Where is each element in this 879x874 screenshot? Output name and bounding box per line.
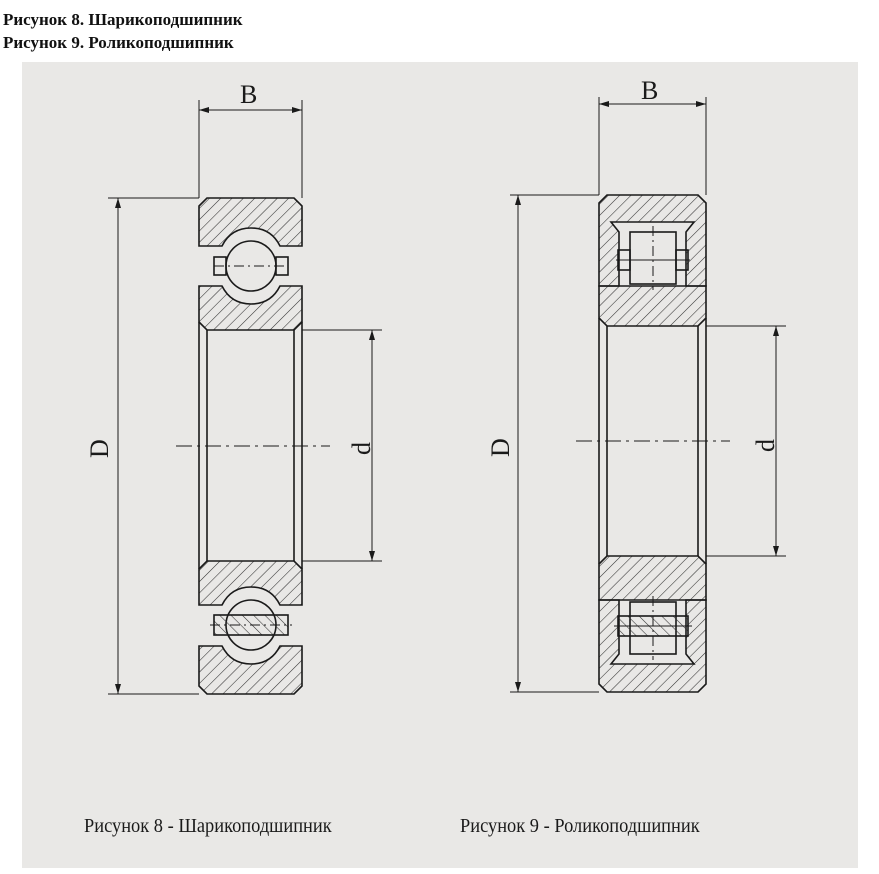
heading-roller-bearing: Рисунок 9. Роликоподшипник	[3, 33, 234, 52]
scanned-drawing-background	[22, 62, 858, 868]
dimension-b-label-2: B	[641, 76, 658, 105]
heading-ball-bearing: Рисунок 8. Шарикоподшипник	[3, 10, 243, 29]
roller-bearing-figure: B D d	[486, 76, 786, 693]
dimension-b-label: B	[240, 80, 257, 109]
dimension-d-inner-label-2: d	[751, 439, 780, 452]
dimension-d-outer-label-2: D	[486, 438, 515, 457]
caption-roller-bearing: Рисунок 9 - Роликоподшипник	[460, 815, 700, 837]
dimension-d-inner-label: d	[347, 442, 376, 455]
ball-bearing-figure: B D d	[85, 80, 382, 695]
caption-ball-bearing: Рисунок 8 - Шарикоподшипник	[84, 815, 332, 837]
dimension-d-outer-label: D	[85, 439, 114, 458]
